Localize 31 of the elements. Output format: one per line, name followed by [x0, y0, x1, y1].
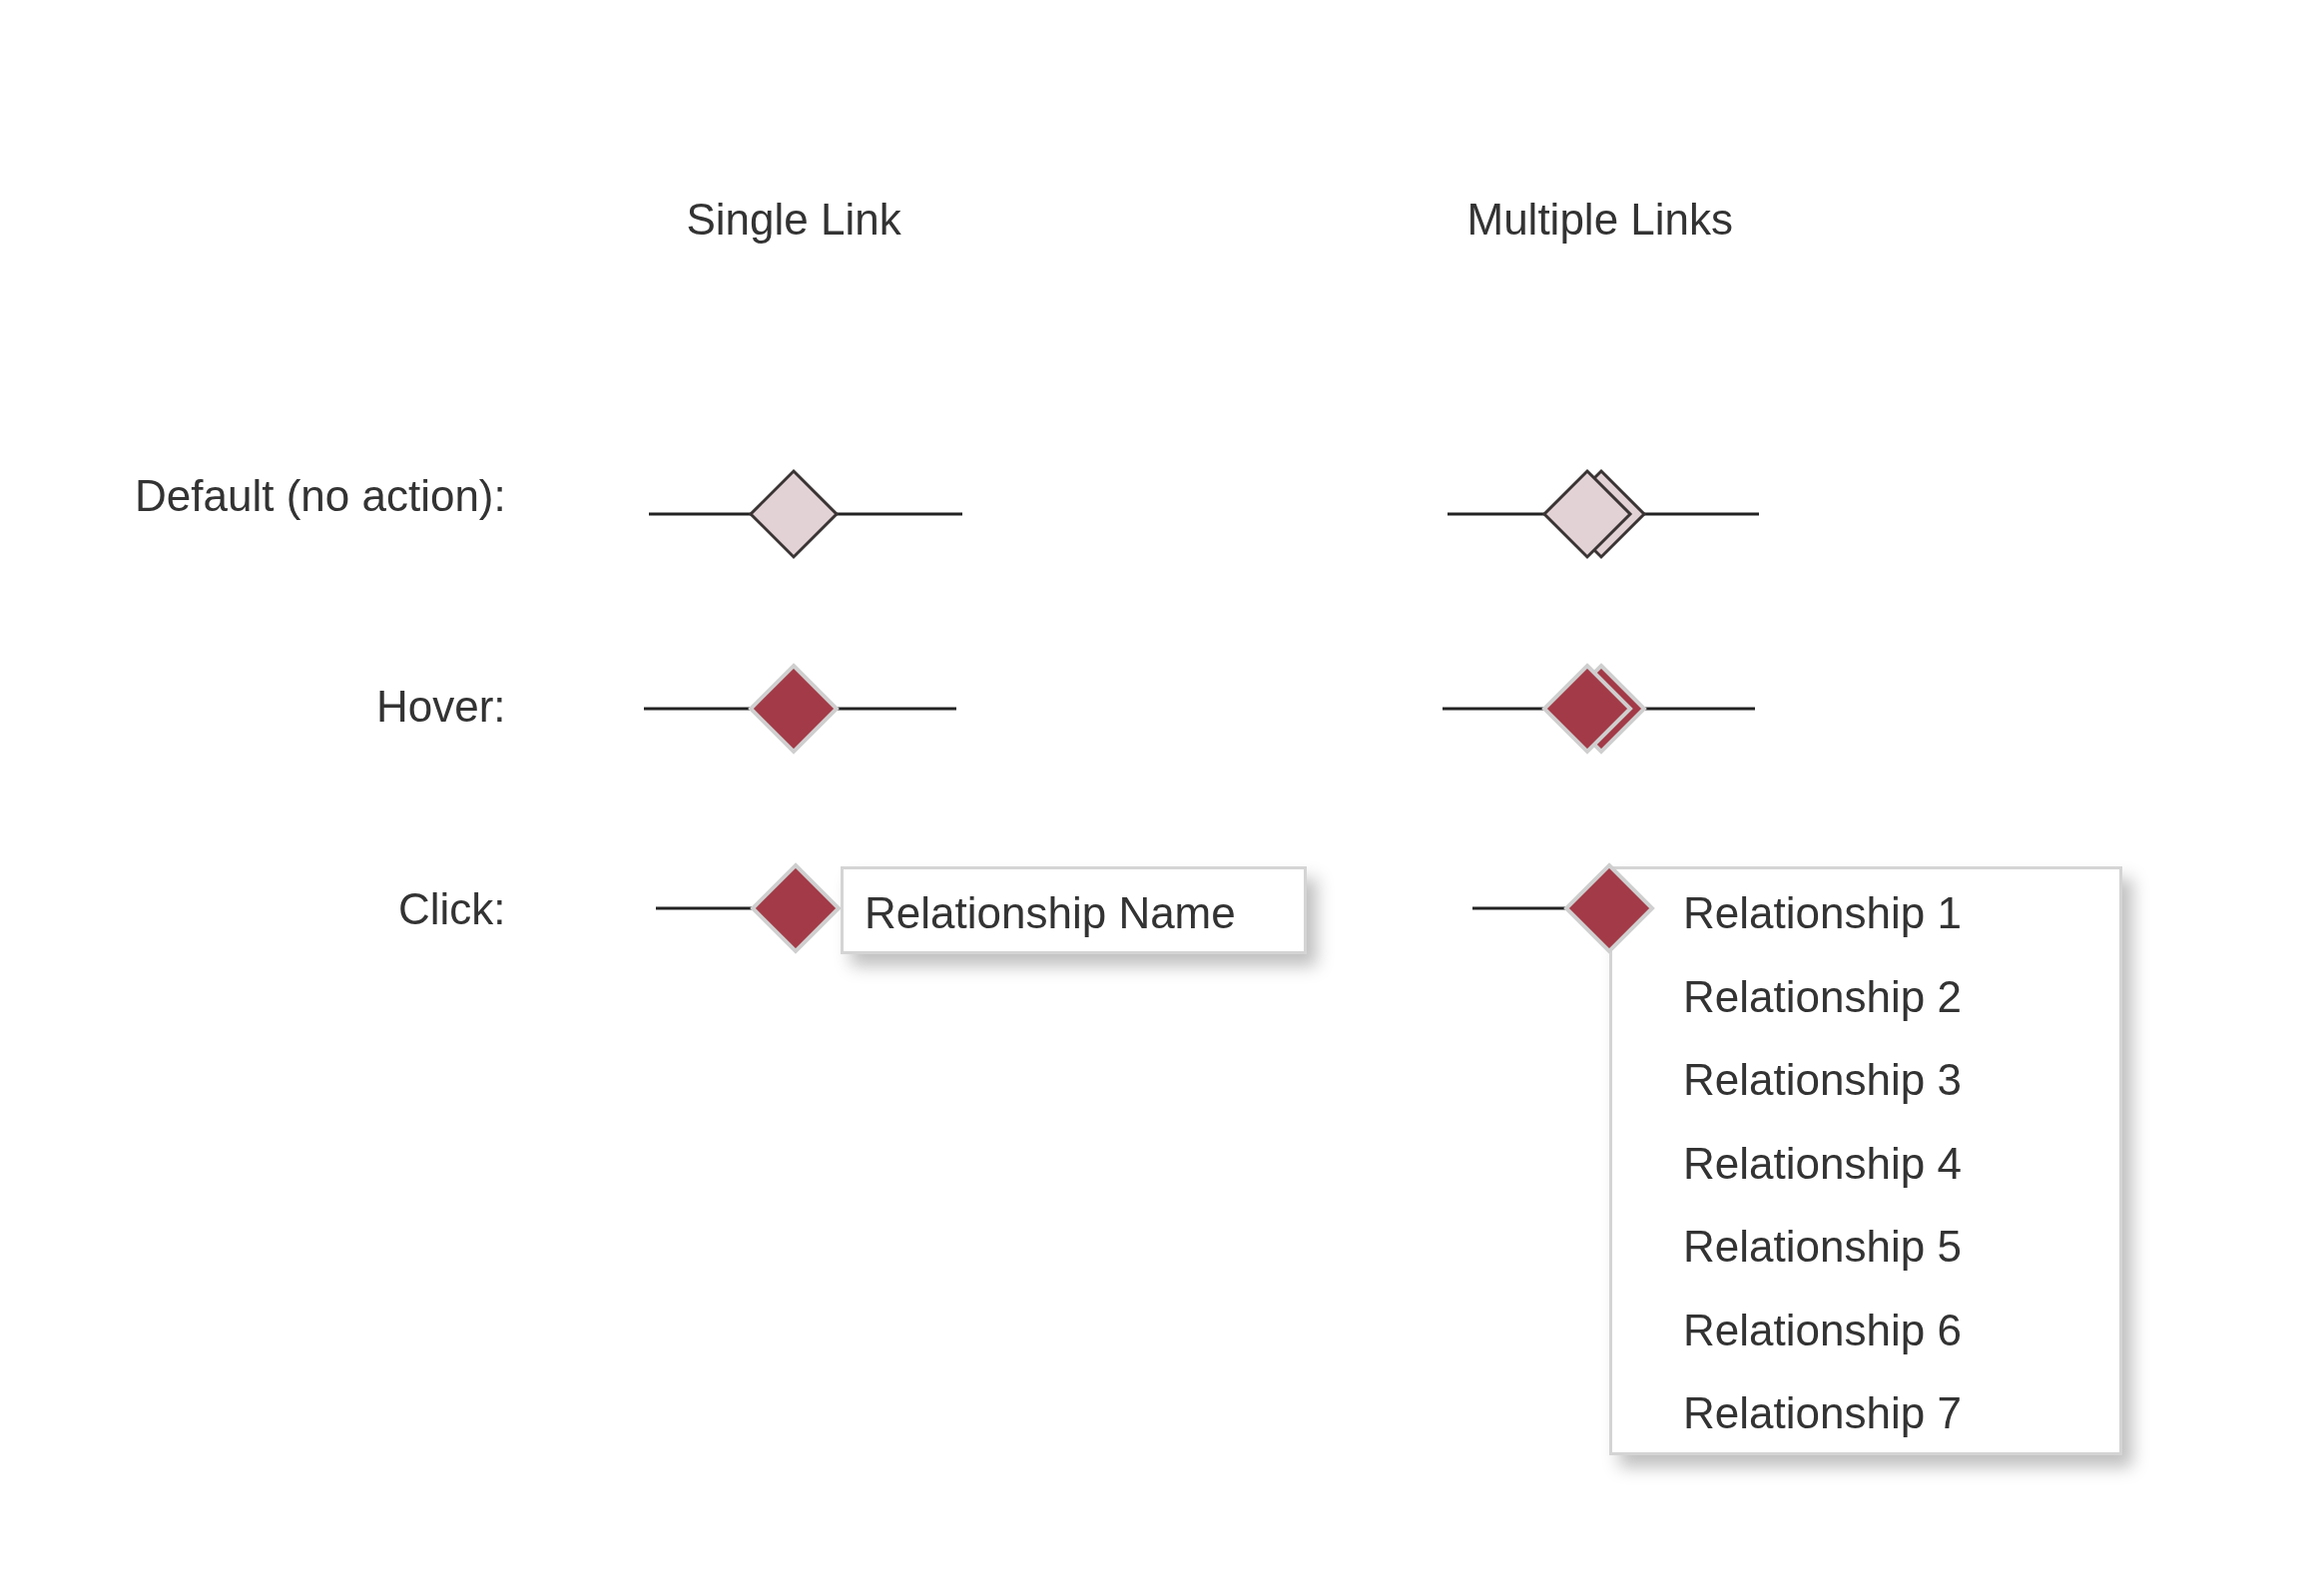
- list-item: Relationship 4: [1683, 1141, 1962, 1186]
- link-diamond: [1562, 861, 1656, 955]
- row-label: Click:: [398, 887, 506, 931]
- row-label: Hover:: [376, 685, 506, 729]
- link-line: [1443, 707, 1544, 711]
- relationship-name: Relationship Name: [865, 891, 1236, 935]
- link-line: [837, 512, 962, 516]
- list-item: Relationship 2: [1683, 974, 1962, 1019]
- list-item: Relationship 3: [1683, 1058, 1962, 1102]
- column-heading: Single Link: [686, 198, 901, 242]
- link-diamond: [747, 467, 841, 561]
- link-line: [644, 707, 751, 711]
- row-label: Default (no action):: [135, 474, 506, 518]
- link-line: [1644, 512, 1759, 516]
- column-heading: Multiple Links: [1466, 198, 1734, 242]
- link-line: [649, 512, 751, 516]
- link-line: [1472, 906, 1566, 910]
- stacked-link-diamond: [1540, 467, 1648, 561]
- link-line: [656, 906, 753, 910]
- list-item: Relationship 6: [1683, 1308, 1962, 1352]
- link-line: [1448, 512, 1544, 516]
- relationship-tooltip: [841, 866, 1307, 954]
- link-diamond: [747, 662, 841, 756]
- stacked-link-diamond: [1540, 662, 1648, 756]
- link-line: [837, 707, 956, 711]
- list-item: Relationship 7: [1683, 1391, 1962, 1435]
- list-item: Relationship 5: [1683, 1225, 1962, 1269]
- list-item: Relationship 1: [1683, 891, 1962, 935]
- link-diamond: [749, 861, 843, 955]
- link-line: [1644, 707, 1755, 711]
- relationship-menu: [1609, 866, 2122, 1455]
